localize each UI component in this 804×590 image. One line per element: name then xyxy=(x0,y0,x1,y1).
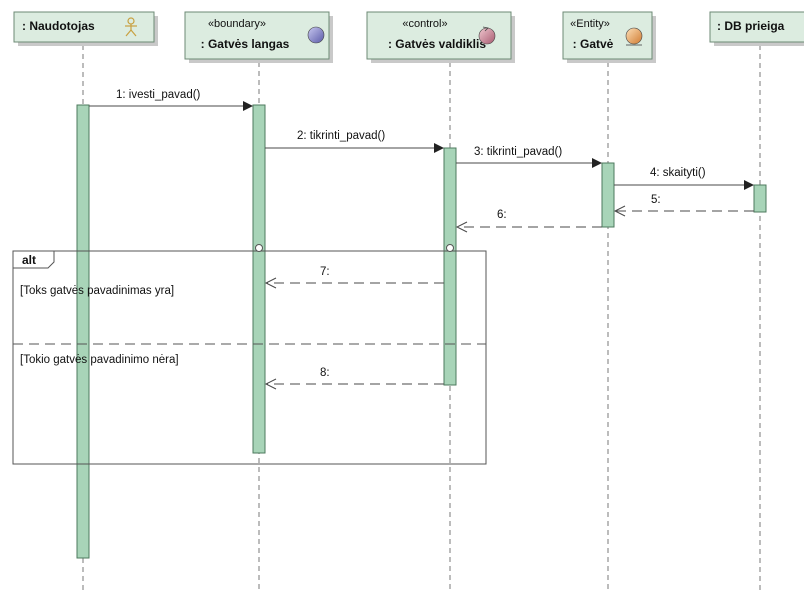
message-4-label: 4: skaityti() xyxy=(650,167,706,179)
activation-db-prieiga xyxy=(753,184,767,213)
actor-icon xyxy=(125,17,137,37)
boundary-icon xyxy=(307,26,325,44)
participant-gatve[interactable]: «Entity» : Gatvė xyxy=(562,11,653,60)
alt-guard-2: [Tokio gatvės pavadinimo nėra] xyxy=(20,354,179,366)
message-2[interactable]: 2: tikrinti_pavad() xyxy=(265,130,444,153)
message-5[interactable]: 5: xyxy=(613,194,754,217)
fragment-gate-valdiklis xyxy=(446,244,454,252)
alt-guard-1: [Toks gatvės pavadinimas yra] xyxy=(20,285,174,297)
message-7[interactable]: 7: xyxy=(264,266,444,289)
message-6[interactable]: 6: xyxy=(455,209,602,233)
alt-operator: alt xyxy=(22,253,36,267)
message-1-label: 1: ivesti_pavad() xyxy=(116,89,201,101)
participant-gatves-valdiklis-name: : Gatvės valdiklis xyxy=(388,37,486,51)
alt-fragment: alt [Toks gatvės pavadinimas yra] [Tokio… xyxy=(12,244,487,465)
entity-icon xyxy=(625,27,643,46)
message-7-label: 7: xyxy=(320,266,330,278)
message-2-label: 2: tikrinti_pavad() xyxy=(297,130,385,142)
participant-gatves-langas-name: : Gatvės langas xyxy=(201,37,290,51)
activation-gatve xyxy=(601,162,615,228)
message-1[interactable]: 1: ivesti_pavad() xyxy=(89,89,253,111)
message-3[interactable]: 3: tikrinti_pavad() xyxy=(456,146,602,168)
activation-gatves-langas xyxy=(252,104,266,454)
message-6-label: 6: xyxy=(497,209,507,221)
fragment-gate-langas xyxy=(255,244,263,252)
participant-db-prieiga[interactable]: : DB prieiga xyxy=(709,11,804,43)
participant-db-prieiga-name: : DB prieiga xyxy=(717,19,785,33)
control-icon xyxy=(478,26,496,45)
participant-gatve-name: : Gatvė xyxy=(573,37,614,51)
entity-stereotype: «Entity» xyxy=(570,18,610,30)
message-8-label: 8: xyxy=(320,367,330,379)
boundary-stereotype: «boundary» xyxy=(208,18,266,30)
activation-naudotojas xyxy=(76,104,90,559)
participant-naudotojas[interactable]: : Naudotojas xyxy=(13,11,155,43)
message-4[interactable]: 4: skaityti() xyxy=(614,167,754,190)
participant-gatves-langas[interactable]: «boundary» : Gatvės langas xyxy=(184,11,330,60)
activation-gatves-valdiklis xyxy=(443,147,457,386)
participant-naudotojas-name: : Naudotojas xyxy=(22,19,95,33)
message-8[interactable]: 8: xyxy=(264,367,444,390)
message-5-label: 5: xyxy=(651,194,661,206)
participant-gatves-valdiklis[interactable]: «control» : Gatvės valdiklis xyxy=(366,11,512,60)
message-3-label: 3: tikrinti_pavad() xyxy=(474,146,562,158)
control-stereotype: «control» xyxy=(402,18,447,30)
